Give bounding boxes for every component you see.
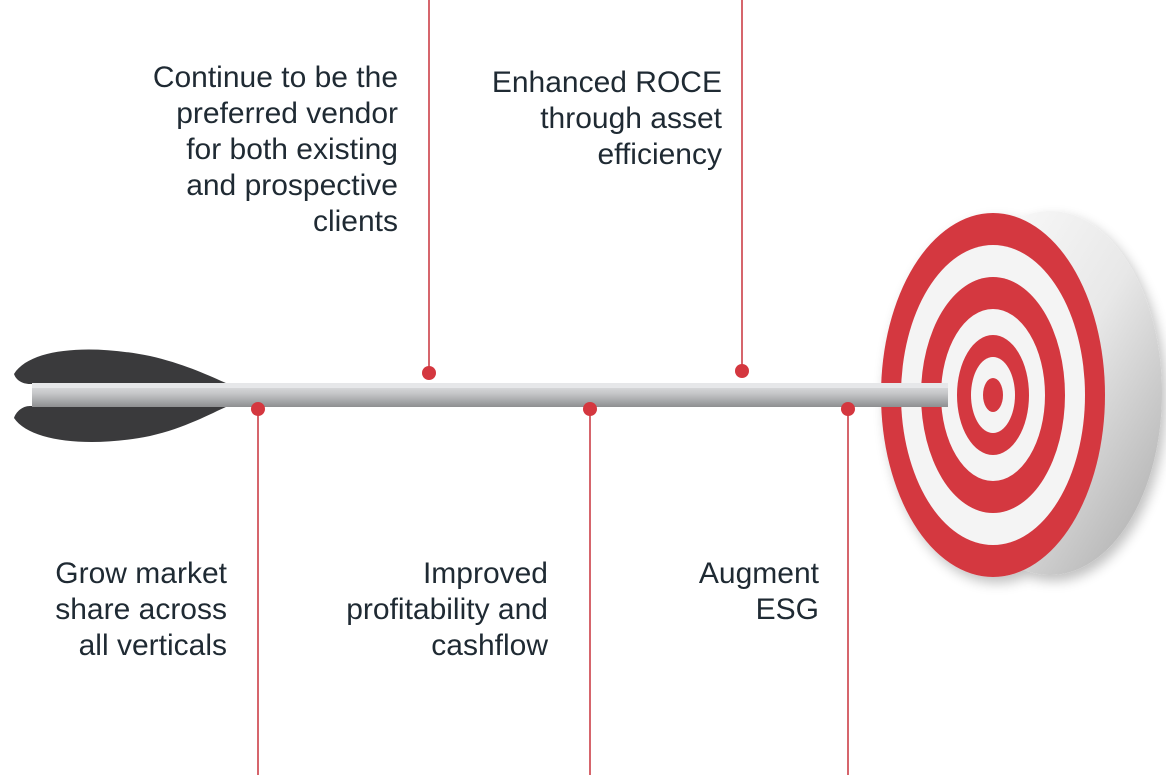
label-line: Continue to be the bbox=[152, 61, 398, 94]
milestone-dot-esg bbox=[841, 402, 855, 416]
label-line: for both existing bbox=[186, 133, 398, 166]
milestone-dot-grow bbox=[251, 402, 265, 416]
label-line: profitability and bbox=[346, 593, 548, 626]
label-line: clients bbox=[312, 205, 398, 238]
label-line: cashflow bbox=[431, 629, 548, 662]
milestone-label-enhanced-roce: Enhanced ROCE through asset efficiency bbox=[492, 65, 722, 173]
arrow-fletching bbox=[14, 349, 228, 442]
target-board bbox=[881, 211, 1162, 577]
label-line: ESG bbox=[755, 593, 819, 626]
label-line: Augment bbox=[698, 557, 819, 590]
label-line: and prospective bbox=[186, 169, 398, 202]
target-bullseye bbox=[983, 378, 1003, 412]
label-line: efficiency bbox=[597, 138, 722, 171]
label-line: Improved bbox=[422, 557, 548, 590]
milestone-label-improved-profitability: Improved profitability and cashflow bbox=[346, 556, 548, 664]
label-line: all verticals bbox=[78, 629, 227, 662]
milestone-label-augment-esg: Augment ESG bbox=[699, 556, 819, 628]
label-line: through asset bbox=[540, 102, 722, 135]
label-line: Enhanced ROCE bbox=[491, 66, 722, 99]
label-line: share across bbox=[55, 593, 227, 626]
milestone-dot-roce bbox=[735, 364, 749, 378]
milestone-dot-profit bbox=[583, 402, 597, 416]
label-line: Grow market bbox=[55, 557, 227, 590]
milestone-label-grow-market-share: Grow market share across all verticals bbox=[55, 556, 227, 664]
milestone-label-preferred-vendor: Continue to be the preferred vendor for … bbox=[153, 60, 398, 240]
milestone-dot-preferred bbox=[422, 366, 436, 380]
label-line: preferred vendor bbox=[176, 97, 398, 130]
